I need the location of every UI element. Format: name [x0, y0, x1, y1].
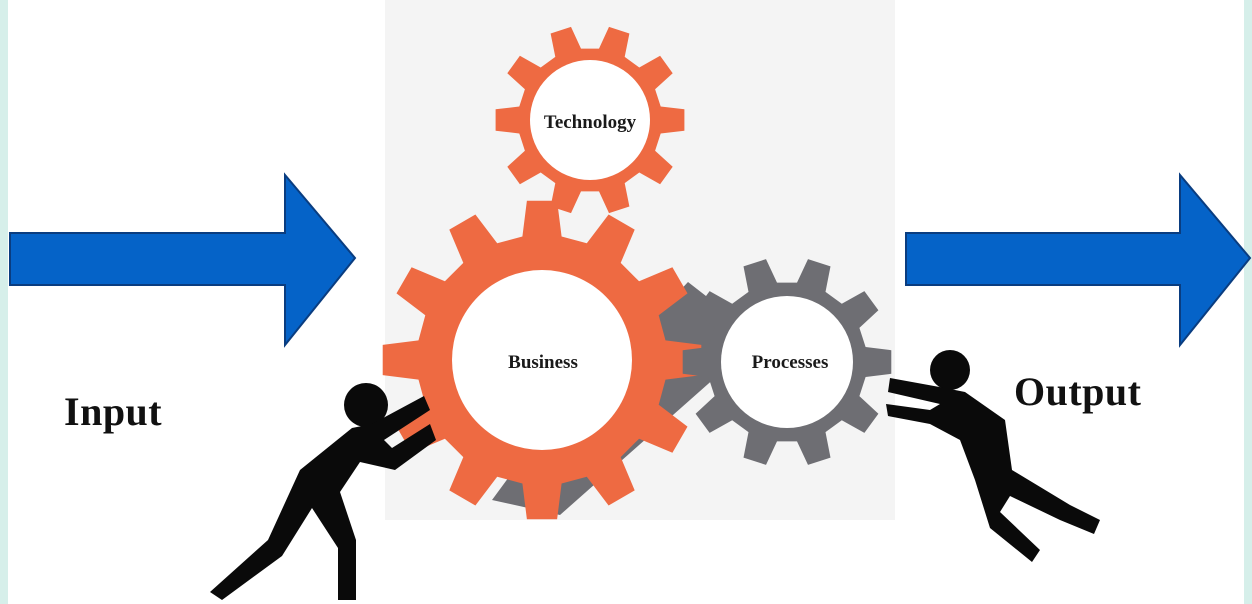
business-gear-label: Business: [508, 352, 578, 373]
output-arrow-icon: [905, 172, 1252, 348]
gear-hole: [530, 60, 650, 180]
technology-gear-label: Technology: [543, 112, 637, 133]
person-pushing-left-icon: [210, 383, 436, 600]
output-label: Output: [1014, 369, 1142, 414]
processes-gear-label: Processes: [751, 352, 829, 373]
left-edge-strip: [0, 0, 8, 604]
right-edge-strip: [1244, 0, 1252, 604]
business-gear-icon: [382, 200, 702, 520]
gear-hole: [721, 296, 853, 428]
person-pushing-right-icon: [886, 350, 1100, 562]
input-label: Input: [64, 389, 163, 434]
processes-gear-icon: [682, 259, 892, 465]
technology-gear-icon: [495, 26, 685, 214]
gear-hole: [452, 270, 632, 450]
input-arrow-icon: [9, 172, 357, 348]
